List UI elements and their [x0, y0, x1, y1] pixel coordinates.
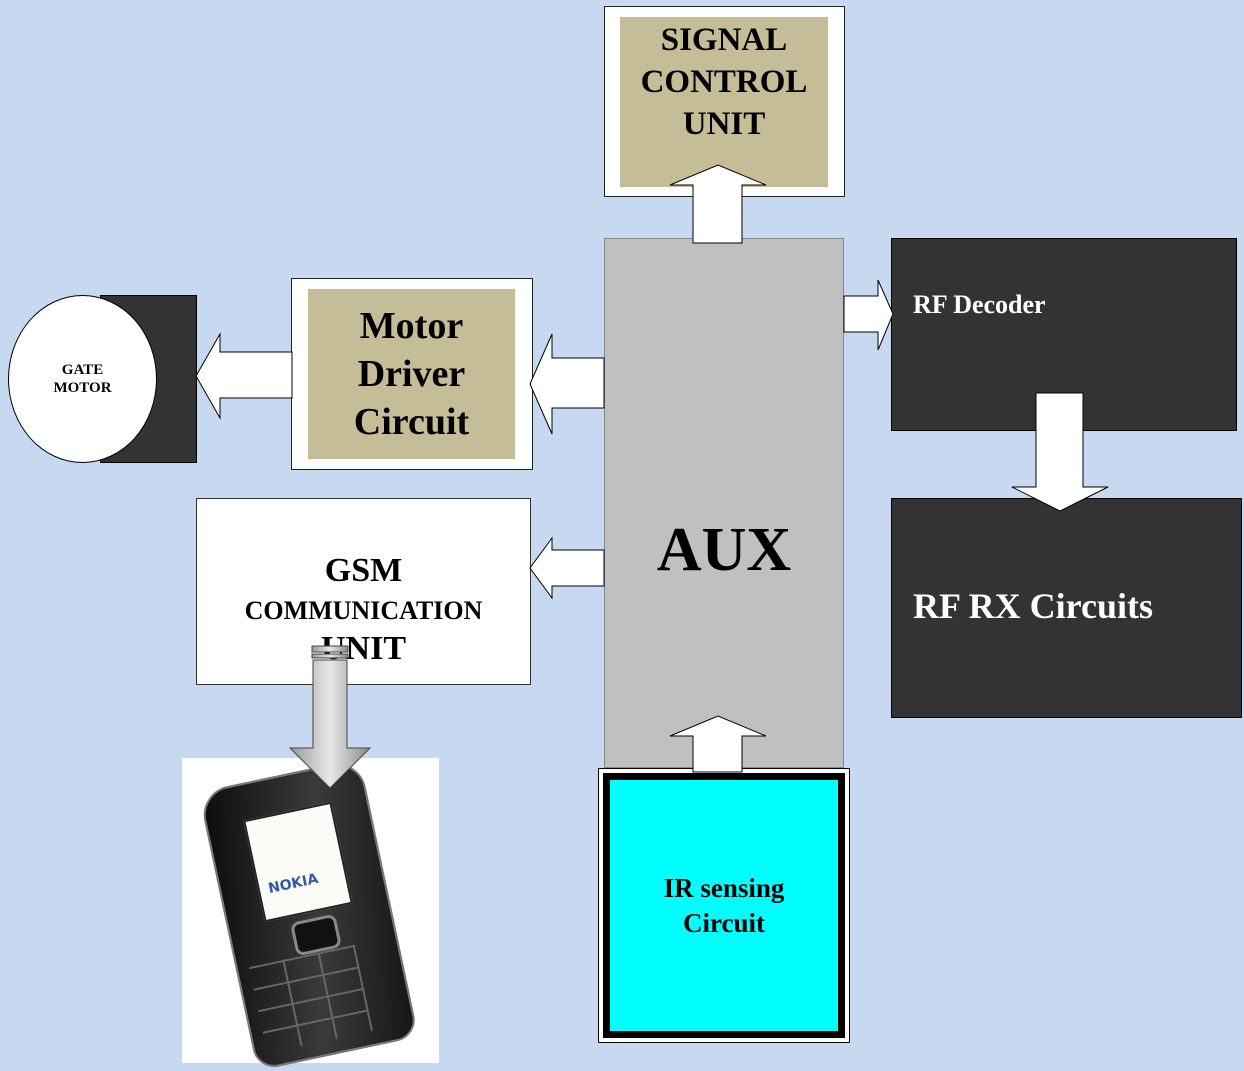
gate-motor-face — [8, 295, 157, 463]
arrow-motor-driver-to-gate-motor — [195, 332, 293, 420]
arrow-rf-decoder-to-rf-rx — [1011, 392, 1109, 512]
gsm-line-2: COMMUNICATION — [244, 596, 483, 625]
gate-motor-line-1: GATE — [61, 362, 104, 378]
arrow-aux-to-gsm — [529, 536, 605, 600]
motor-driver-line-1: Motor — [359, 305, 464, 347]
signal-control-line-1: SIGNAL — [660, 22, 788, 58]
signal-control-line-2: CONTROL — [640, 64, 808, 100]
rf-rx-circuits-block — [891, 498, 1242, 718]
arrow-aux-to-rf-decoder — [843, 279, 894, 351]
arrow-aux-to-motor-driver — [529, 333, 605, 435]
arrow-gsm-to-phone — [288, 645, 372, 789]
motor-driver-label: Motor Driver Circuit — [308, 289, 515, 459]
signal-control-unit-block — [620, 17, 828, 187]
gate-motor-label: GATE MOTOR — [8, 295, 157, 463]
rf-decoder-label: RF Decoder — [913, 290, 1046, 319]
signal-control-line-3: UNIT — [682, 106, 766, 142]
gate-motor-line-2: MOTOR — [53, 380, 112, 396]
ir-sensing-line-2: Circuit — [683, 907, 765, 938]
aux-label: AUX — [656, 515, 792, 584]
gsm-line-1: GSM — [324, 552, 403, 589]
ir-sensing-label: IR sensing Circuit — [610, 780, 838, 1031]
ir-sensing-line-1: IR sensing — [663, 872, 785, 903]
motor-driver-line-2: Driver — [357, 353, 466, 395]
rf-rx-circuits-label: RF RX Circuits — [913, 586, 1153, 626]
motor-driver-block — [308, 289, 515, 459]
arrow-aux-to-signal-control — [669, 164, 767, 244]
signal-control-unit-label: SIGNAL CONTROL UNIT — [620, 17, 828, 147]
motor-driver-line-3: Circuit — [353, 401, 470, 443]
gsm-communication-unit-block — [196, 498, 531, 685]
gsm-line-3: UNIT — [320, 630, 407, 667]
arrow-ir-to-aux — [669, 715, 767, 773]
aux-block — [604, 238, 844, 768]
ir-sensing-block — [610, 780, 838, 1031]
